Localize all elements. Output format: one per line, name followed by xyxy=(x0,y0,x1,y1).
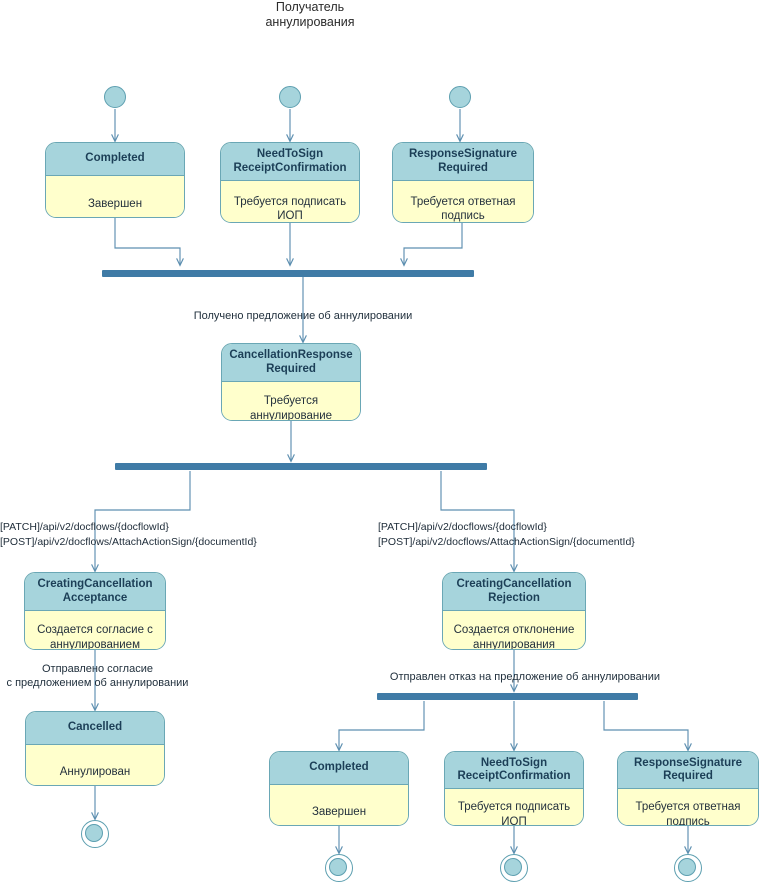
final-node-bottom-needtosign xyxy=(500,854,528,882)
state-description: Требуется ответная подпись xyxy=(393,181,533,222)
fork-bar-bottom xyxy=(377,693,638,700)
final-node-cancelled xyxy=(81,820,109,848)
state-description: Аннулирован xyxy=(26,745,164,785)
state-bottom-need-to-sign[interactable]: NeedToSign ReceiptConfirmation Требуется… xyxy=(444,751,584,826)
state-cancelled[interactable]: Cancelled Аннулирован xyxy=(25,711,165,786)
state-title: Cancelled xyxy=(26,712,164,745)
state-title: NeedToSign ReceiptConfirmation xyxy=(221,143,359,181)
state-description: Создается отклонение аннулирования xyxy=(443,611,585,649)
final-node-bottom-completed xyxy=(325,854,353,882)
state-title: CreatingCancellation Acceptance xyxy=(25,573,165,611)
join-bar-top xyxy=(102,270,474,277)
edge-label-api-right: [PATCH]/api/v2/docflows/{docflowId} [POS… xyxy=(378,521,635,548)
state-title: NeedToSign ReceiptConfirmation xyxy=(445,752,583,789)
state-top-response-signature[interactable]: ResponseSignature Required Требуется отв… xyxy=(392,142,534,223)
edge-label-acceptance-sent: Отправлено согласие с предложением об ан… xyxy=(6,663,189,689)
state-description: Требуется подписать ИОП xyxy=(221,181,359,222)
page-title: Получатель аннулирования xyxy=(265,0,355,29)
state-title: Completed xyxy=(270,752,408,785)
state-title: CancellationResponse Required xyxy=(222,344,360,382)
state-bottom-response-signature[interactable]: ResponseSignature Required Требуется отв… xyxy=(617,751,759,826)
state-title: CreatingCancellation Rejection xyxy=(443,573,585,611)
state-creating-cancellation-acceptance[interactable]: CreatingCancellation Acceptance Создаетс… xyxy=(24,572,166,650)
state-description: Требуется аннулирование xyxy=(222,382,360,420)
state-description: Создается согласие с аннулированием xyxy=(25,611,165,649)
state-description: Требуется ответная подпись xyxy=(618,789,758,825)
state-title: ResponseSignature Required xyxy=(393,143,533,181)
state-title: ResponseSignature Required xyxy=(618,752,758,789)
initial-node-completed xyxy=(104,86,126,108)
initial-node-responsesignature xyxy=(449,86,471,108)
initial-node-needtosign xyxy=(279,86,301,108)
state-description: Требуется подписать ИОП xyxy=(445,789,583,825)
state-cancellation-response-required[interactable]: CancellationResponse Required Требуется … xyxy=(221,343,361,421)
edge-label-rejection-sent: Отправлен отказ на предложение об аннули… xyxy=(389,671,661,683)
state-top-completed[interactable]: Completed Завершен xyxy=(45,142,185,218)
state-title: Completed xyxy=(46,143,184,176)
state-description: Завершен xyxy=(270,785,408,825)
state-description: Завершен xyxy=(46,176,184,217)
final-node-bottom-responsesignature xyxy=(674,854,702,882)
state-creating-cancellation-rejection[interactable]: CreatingCancellation Rejection Создается… xyxy=(442,572,586,650)
state-top-need-to-sign[interactable]: NeedToSign ReceiptConfirmation Требуется… xyxy=(220,142,360,223)
edge-label-offer-received: Получено предложение об аннулировании xyxy=(193,310,413,322)
fork-bar-middle xyxy=(115,463,487,470)
edge-label-api-left: [PATCH]/api/v2/docflows/{docflowId} [POS… xyxy=(0,521,257,548)
state-bottom-completed[interactable]: Completed Завершен xyxy=(269,751,409,826)
